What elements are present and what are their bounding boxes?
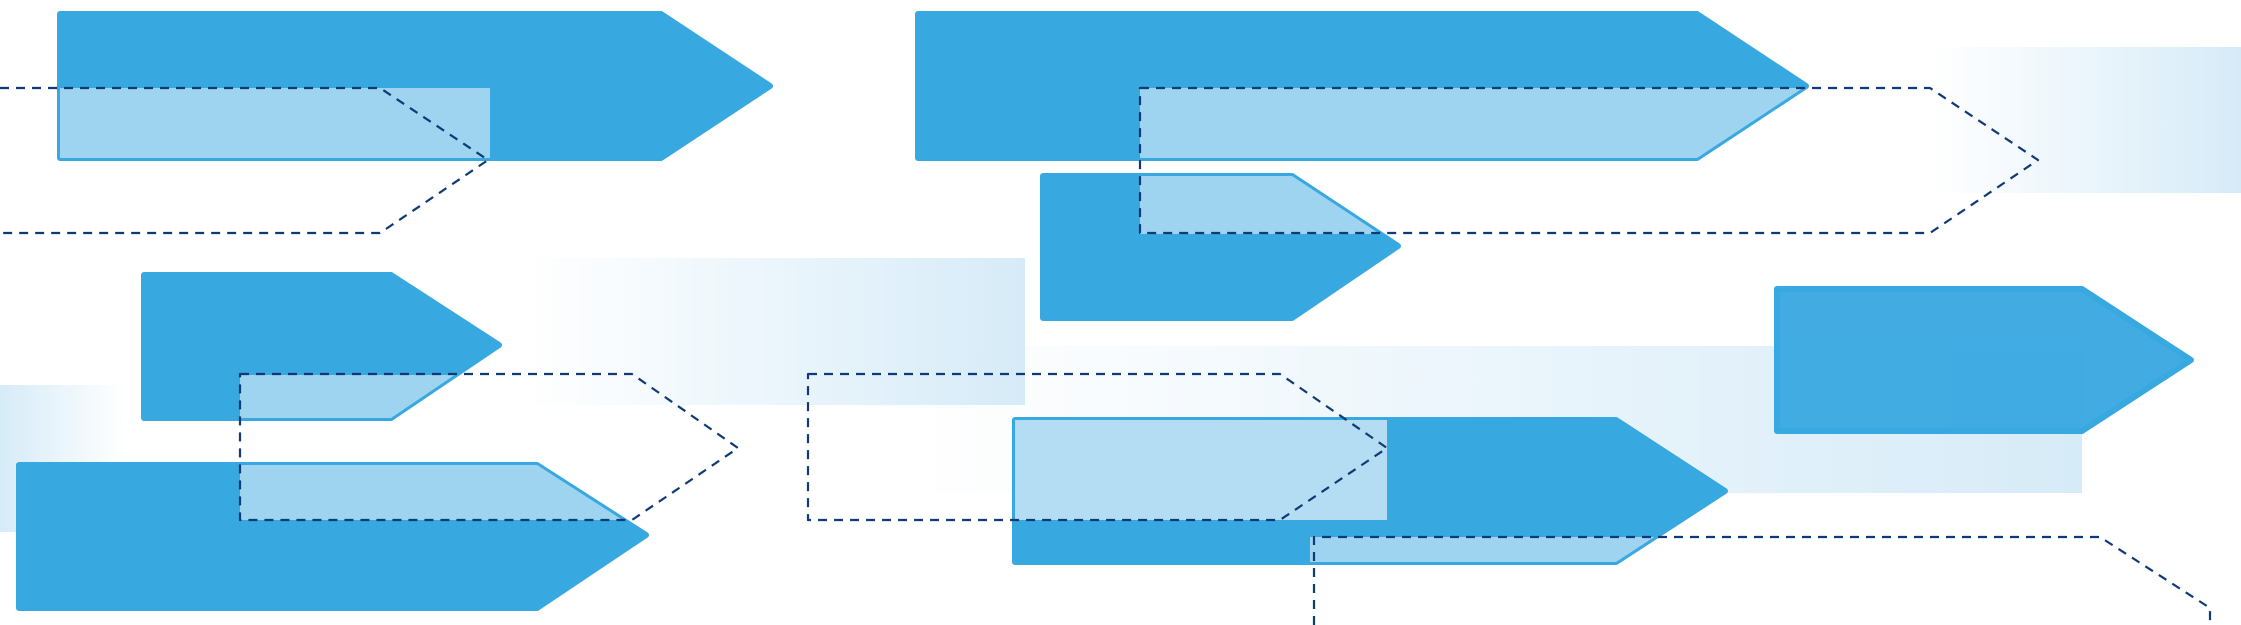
solid-arrows	[16, 11, 2194, 611]
overlap-tint	[1140, 176, 1398, 234]
overlap-tint	[1140, 88, 1806, 158]
fade-band	[1932, 47, 2241, 193]
dashed-arrow-outline	[238, 372, 740, 522]
arrow-shape	[1774, 286, 2194, 434]
dashed-arrow-outline	[1312, 535, 2212, 625]
dashed-arrow-outlines	[0, 86, 2212, 625]
overlap-tint	[1015, 420, 1387, 520]
dashed-arrow-outline	[1138, 86, 2040, 235]
overlap-tint	[60, 88, 490, 158]
overlap-tint	[240, 465, 646, 520]
overlap-tint	[1310, 537, 1725, 562]
